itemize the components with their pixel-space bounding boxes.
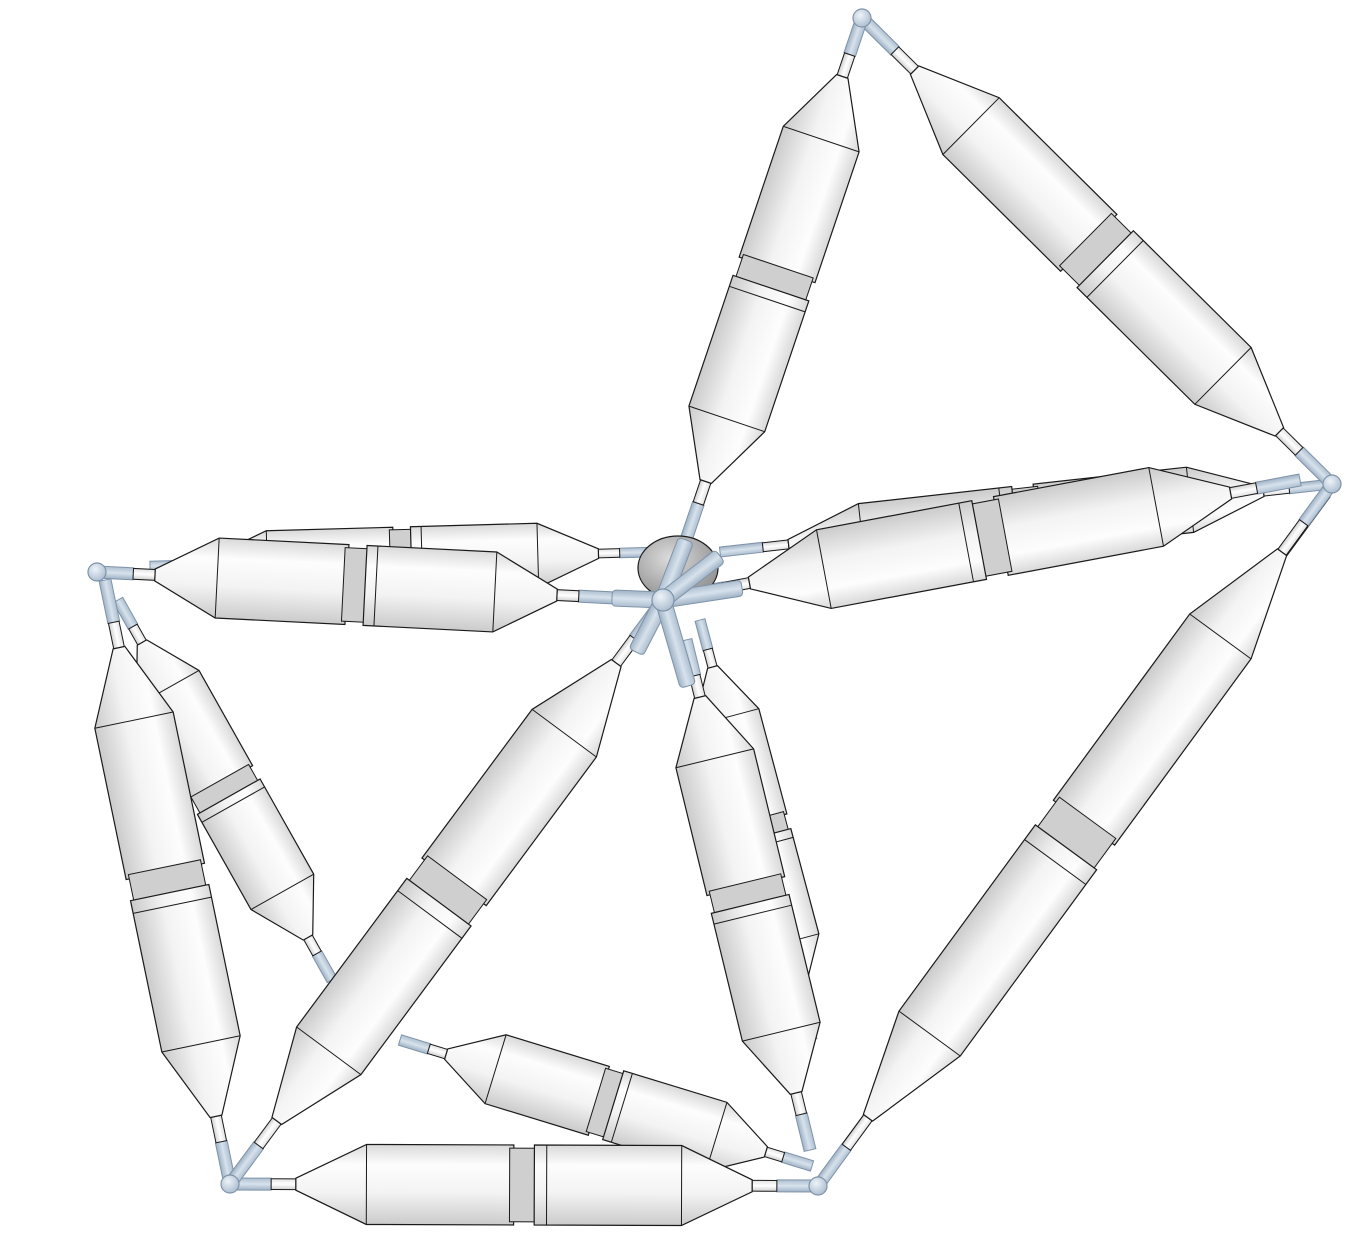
joint-node-center-hub (651, 588, 675, 612)
body-seam (942, 97, 1000, 155)
piston-rod (597, 548, 621, 559)
cylinder-body (421, 658, 622, 907)
piston-rod (556, 589, 580, 603)
body-seam (214, 538, 220, 619)
body-seam (675, 748, 754, 769)
body-seam (1086, 240, 1144, 298)
strut-top-to-right (857, 13, 1337, 489)
body-seam (1024, 839, 1087, 885)
body-seam (713, 904, 792, 925)
body-seam (958, 503, 974, 582)
body-seam (1148, 467, 1165, 547)
piston-rod (426, 1043, 449, 1060)
body-seam (161, 1035, 241, 1053)
joint-node-top-right-upper (852, 8, 872, 28)
joint-node-right (1322, 474, 1342, 494)
cylinder-body (295, 1143, 515, 1226)
connector-rod (780, 1151, 815, 1172)
body-seam (296, 1026, 362, 1076)
body-seam (201, 786, 265, 823)
cylinder-body (747, 500, 988, 610)
piston-rod (836, 52, 856, 79)
connector-rod (794, 1112, 817, 1153)
strut-top-to-center (679, 15, 869, 543)
body-seam (492, 551, 498, 632)
connector-rod (397, 1034, 432, 1055)
piston-rod (763, 1146, 786, 1163)
piston-rod (1277, 518, 1309, 556)
struts-layer (94, 13, 1338, 1227)
body-seam (536, 523, 540, 588)
piston-rod (751, 1179, 778, 1192)
body-seam (815, 529, 832, 609)
cylinder-body (443, 1034, 611, 1136)
cylinder-body (992, 466, 1233, 576)
strut-center-to-bottom-left (224, 595, 669, 1189)
body-seam (250, 873, 314, 910)
cylinder-body (688, 274, 810, 485)
strut-right-to-bottom-right (812, 479, 1338, 1191)
piston-rod (692, 479, 712, 506)
connector-rod (718, 541, 764, 558)
nodes-layer (87, 8, 1342, 1196)
body-seam (688, 405, 765, 433)
cylinder-body (738, 73, 860, 284)
body-seam (133, 896, 212, 914)
body-seam (397, 890, 463, 939)
piston-rod (761, 539, 790, 553)
body-seam (729, 285, 806, 313)
piston-rod (841, 1114, 873, 1152)
cylinder-body (909, 65, 1118, 273)
body-seam (742, 1021, 821, 1042)
body-seam (1194, 347, 1252, 405)
cylinder-body (154, 537, 350, 626)
strut-left-to-bottom-left-outer (94, 578, 241, 1186)
cylinder-body (129, 883, 241, 1119)
joint-node-left (87, 562, 107, 582)
body-seam (373, 546, 379, 626)
joint-node-bottom-left (220, 1174, 240, 1194)
strut-bottom-left-to-bottom-right (229, 1143, 819, 1227)
cylinder-body (196, 778, 315, 941)
piston-rod (790, 1091, 808, 1117)
strut-right-to-center-lower (678, 466, 1302, 610)
strut-center-to-bottom-right-front (675, 637, 821, 1153)
joint-node-bottom-right (808, 1176, 828, 1196)
cylinder-body (1052, 548, 1288, 847)
piston-rod (702, 647, 718, 669)
strut-left-to-center-front (96, 537, 616, 633)
body-seam (484, 1034, 507, 1104)
body-seam (1189, 613, 1252, 660)
connector-rod (577, 589, 616, 605)
body-seam (94, 711, 174, 729)
piston-rod (132, 567, 156, 581)
piston-rod (107, 620, 125, 650)
cylinder-body (1076, 229, 1285, 437)
cylinder-body (862, 823, 1098, 1122)
strut-left-to-bottom-left-inner (112, 596, 338, 984)
body-seam (783, 125, 860, 153)
body-seam (531, 708, 597, 758)
connector-rod (694, 618, 714, 652)
cylinder-body (710, 893, 821, 1095)
body-seam (898, 1010, 961, 1057)
piston-rod (210, 1114, 228, 1144)
piston-rod (253, 1116, 282, 1150)
piston-rod (270, 1178, 297, 1191)
body-seam (610, 1073, 633, 1143)
